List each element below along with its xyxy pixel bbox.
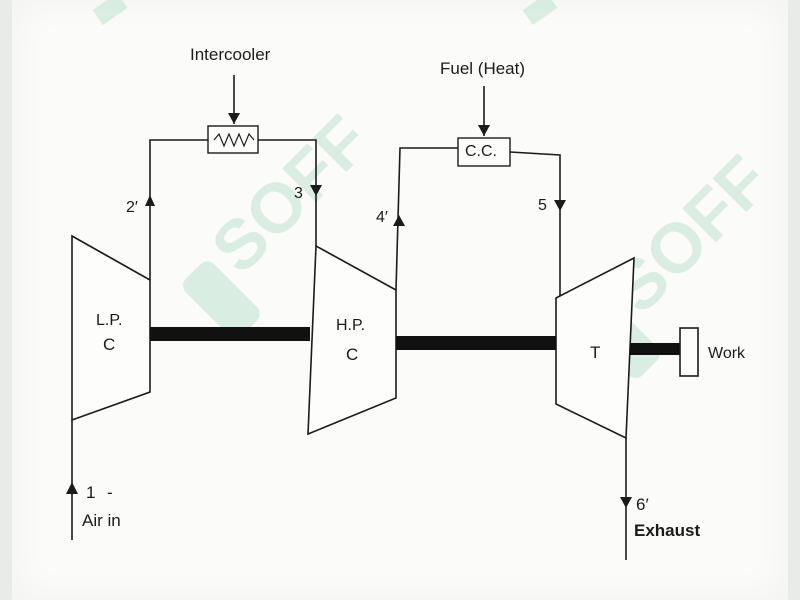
lp-outlet-line [149,139,208,280]
hp-outlet-arrow [393,215,405,226]
lp-label: L.P. [96,312,123,329]
shaft-hp-turbine [396,336,556,350]
cc-outlet-line [509,151,561,296]
state-4-label: 4′ [376,209,388,226]
combustion-chamber-box [457,137,511,167]
state-1-dash: - [107,483,113,502]
lp-compressor [71,234,151,422]
work-coupling [679,327,699,377]
state-5-label: 5 [538,197,547,214]
lp-c-label: C [103,335,116,354]
air-in-arrow [66,482,78,494]
hp-outlet-line [395,147,458,291]
lp-outlet-arrow [145,195,155,206]
hp-c-label: C [346,345,359,364]
turbine-label: T [590,343,601,362]
state-6-label: 6′ [636,495,649,514]
work-label: Work [708,345,746,362]
turbine-inlet-arrow [554,200,566,211]
intercooler-outlet-line [258,139,317,246]
intercooler-label: Intercooler [190,45,271,64]
state-3-label: 3 [294,185,303,202]
state-2-label: 2′ [126,199,138,216]
fuel-heat-label: Fuel (Heat) [440,59,526,78]
intercooler-input-arrow [228,113,240,124]
fuel-input-arrow [478,125,490,136]
shaft-output [630,343,682,355]
exhaust-label: Exhaust [634,521,701,540]
state-1-label: 1 [86,483,96,502]
hp-inlet-arrow [310,185,322,196]
cc-label: C.C. [465,143,497,160]
hp-compressor [307,244,397,436]
shaft-lp-hp [150,327,310,341]
intercooler-coil-icon [213,132,255,148]
hp-label: H.P. [336,317,366,334]
intercooler-box [207,125,259,154]
exhaust-arrow [620,497,632,508]
air-in-label: Air in [82,511,121,530]
